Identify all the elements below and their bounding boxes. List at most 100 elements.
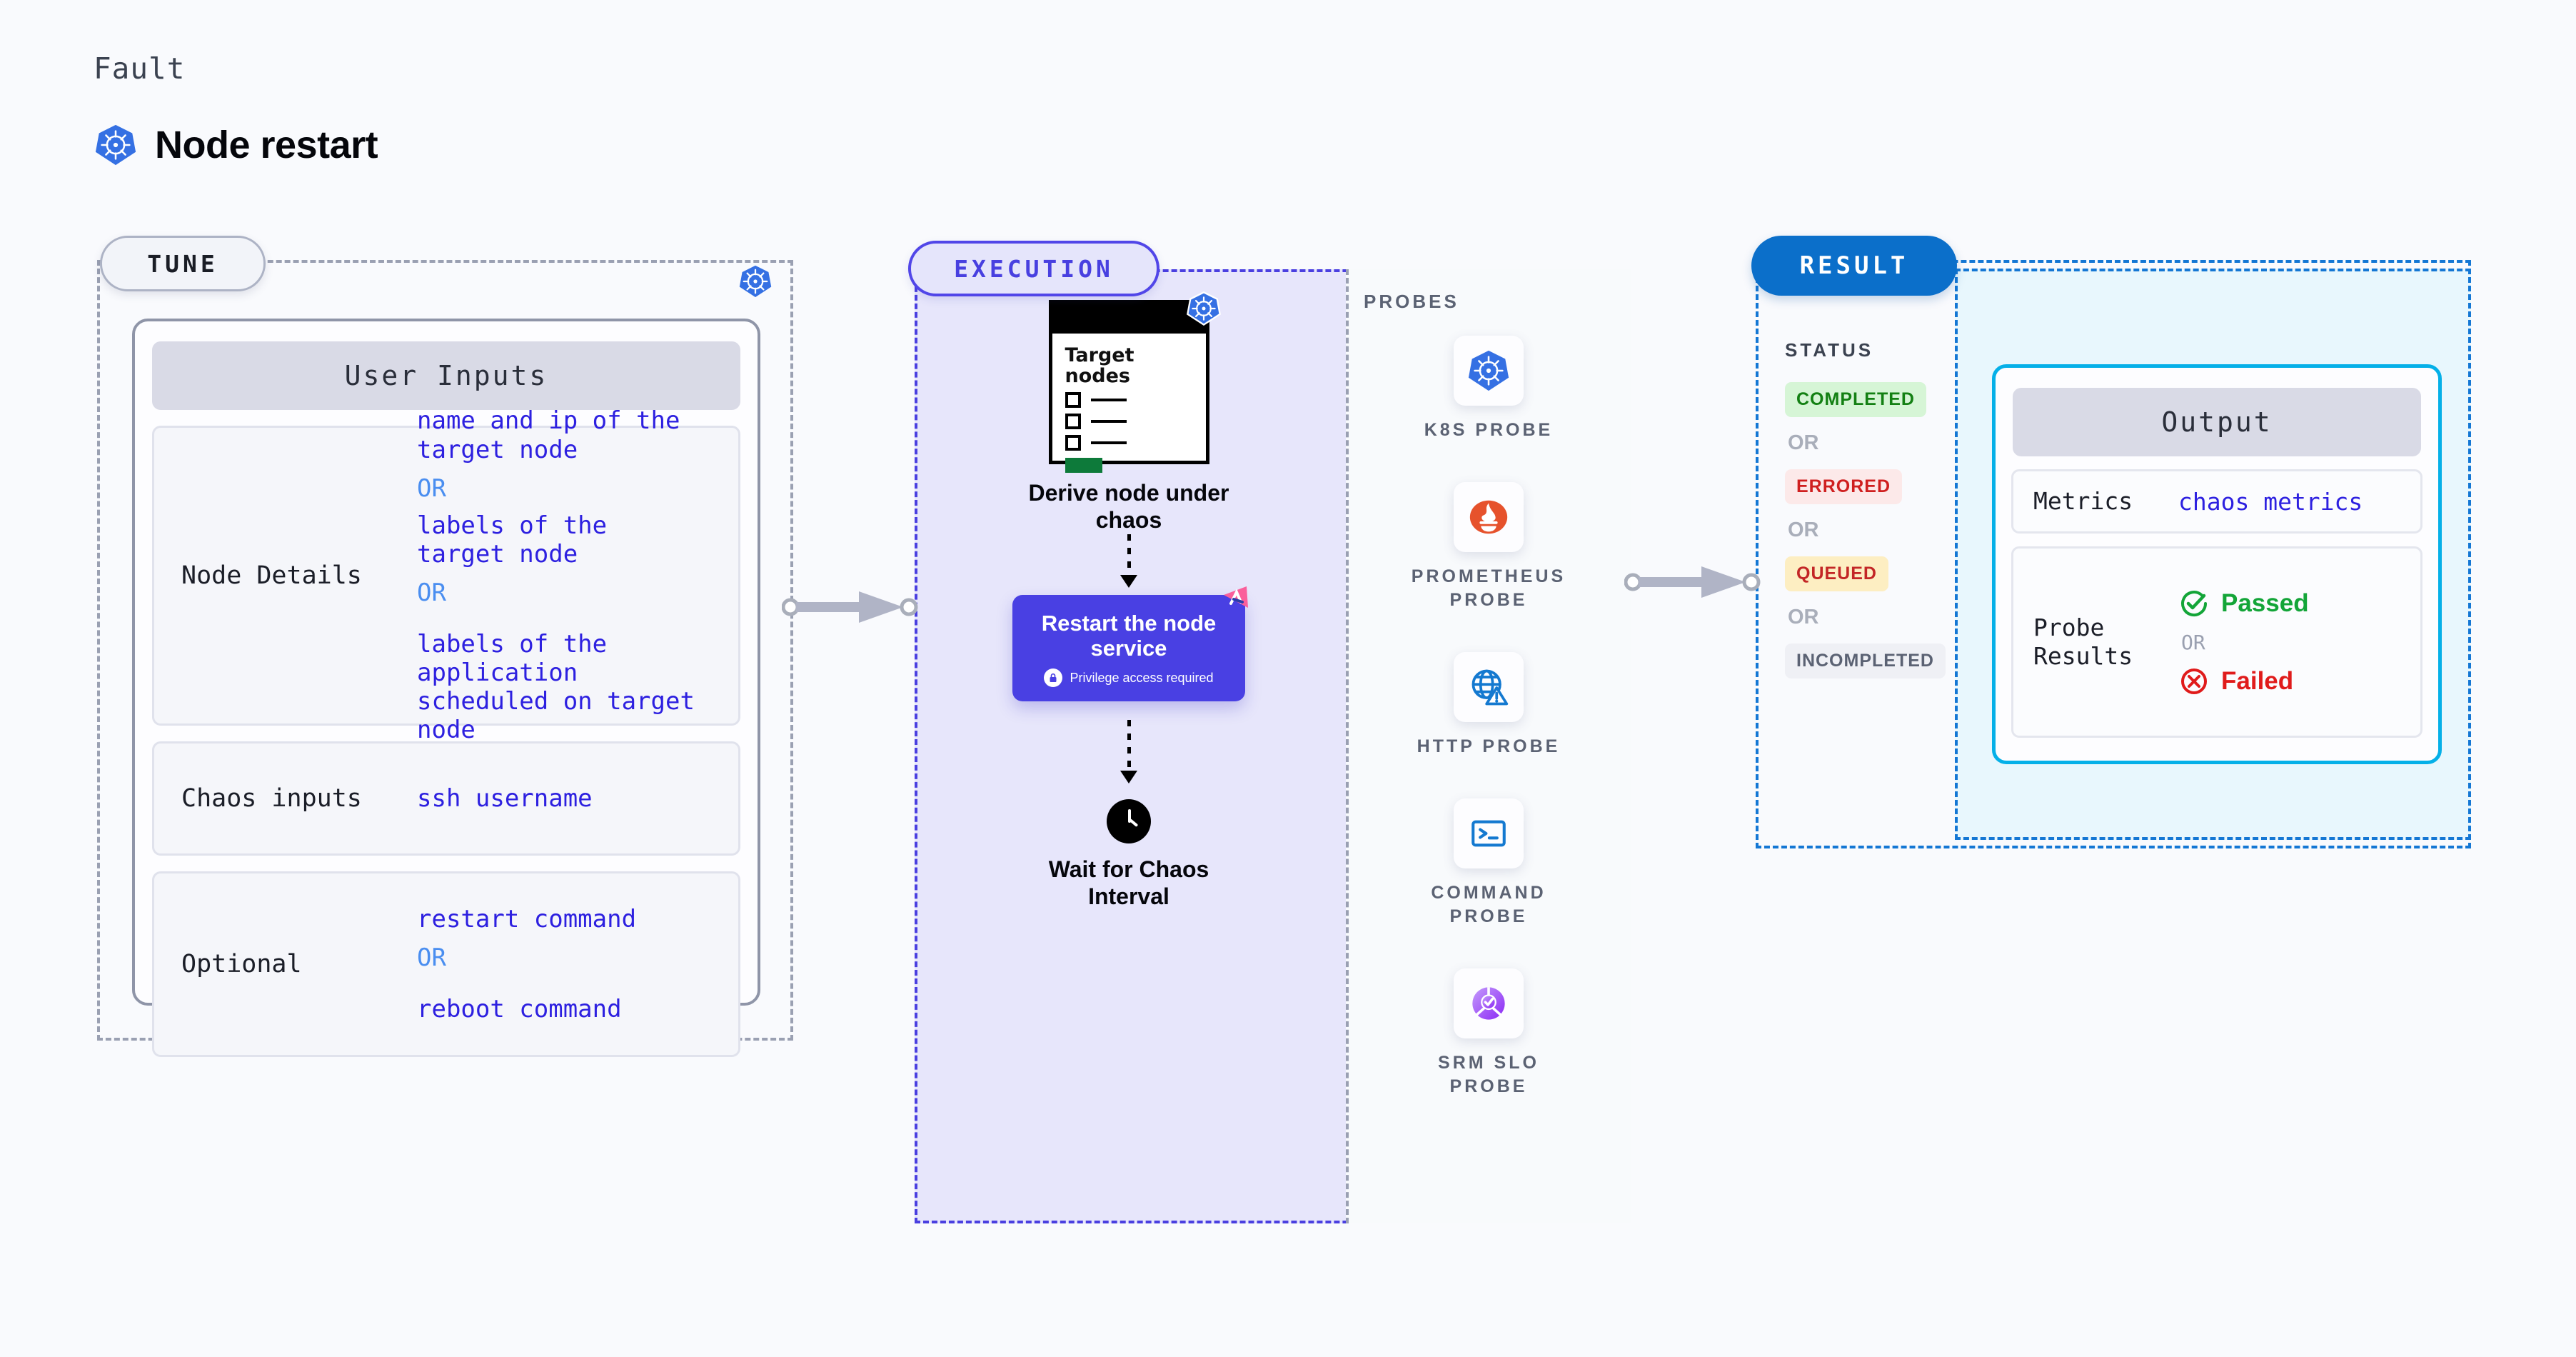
or-separator: OR: [1788, 431, 1819, 454]
or-separator: OR: [1788, 519, 1819, 541]
card-titlebar: [1052, 304, 1206, 334]
output-row-probe-results: Probe Results Passed OR: [2011, 546, 2422, 738]
flow-arrow-2: [915, 720, 1343, 784]
output-row-metrics: Metrics chaos metrics: [2011, 469, 2422, 534]
probe-label-line1: K8S PROBE: [1424, 420, 1554, 440]
execution-section-pill[interactable]: EXECUTION: [908, 241, 1159, 296]
execution-flow-column: Target nodes: [915, 291, 1343, 911]
privilege-note-text: Privilege access required: [1070, 670, 1214, 685]
or-separator: OR: [417, 579, 446, 607]
arrow-stem: [1127, 534, 1131, 576]
tune-row-node-details: Node Details name and ip of the target n…: [152, 406, 740, 744]
probe-label-line2: PROBE: [1449, 906, 1528, 926]
user-inputs-header: User Inputs: [152, 341, 740, 410]
output-card: Output Metrics chaos metrics Probe Resul…: [1992, 364, 2442, 764]
row-label: Chaos inputs: [181, 784, 362, 813]
row-values: Passed OR Failed: [2178, 588, 2409, 697]
terminal-icon: [1471, 820, 1506, 847]
kubernetes-icon: [95, 124, 136, 166]
green-bar-indicator: [1065, 458, 1102, 474]
x-circle-icon: [2181, 668, 2207, 694]
probes-title: PROBES: [1364, 291, 1459, 312]
check-circle-icon: [2181, 590, 2208, 616]
row-values: restart command OR reboot command: [417, 905, 725, 1023]
probe-label: COMMAND PROBE: [1346, 881, 1631, 928]
row-values: name and ip of the target node OR labels…: [417, 406, 725, 744]
line-placeholder: [1090, 441, 1127, 445]
lock-icon: [1044, 669, 1063, 688]
probe-label-line1: HTTP PROBE: [1417, 736, 1561, 756]
probes-section-frame: [1346, 269, 1631, 1223]
tune-user-inputs-card: User Inputs Node Details name and ip of …: [132, 319, 760, 1057]
probe-label-line2: PROBE: [1449, 1076, 1528, 1096]
status-badge-queued: QUEUED: [1785, 556, 1888, 591]
probe-label: K8S PROBE: [1346, 419, 1631, 442]
value-text: target node: [417, 435, 578, 464]
or-separator: OR: [417, 474, 446, 503]
restart-node-service-card[interactable]: Restart the node service Privilege acces…: [1012, 586, 1248, 702]
value-text: ssh username: [417, 783, 593, 813]
checklist-item: [1065, 414, 1193, 430]
target-card-kubernetes-badge: [1186, 291, 1222, 330]
arrow-body: [1120, 720, 1137, 784]
row-label-line1: Probe: [2033, 614, 2105, 642]
wait-chaos-caption: Wait for Chaos Interval: [915, 856, 1343, 911]
probe-label-line1: SRM SLO: [1438, 1053, 1539, 1073]
arrow-head: [1120, 771, 1137, 784]
litmus-flag-icon: [1219, 584, 1251, 619]
restart-step-wrap: Restart the node service Privilege acces…: [915, 586, 1343, 702]
value-text: name and ip of the: [417, 406, 680, 436]
page-title-row: Node restart: [94, 123, 378, 167]
probe-item-command[interactable]: COMMAND PROBE: [1346, 798, 1631, 928]
probes-list: K8S PROBE PROMETHEUS PROBE: [1346, 336, 1631, 1138]
probe-tile: [1454, 652, 1524, 722]
row-label: Metrics: [2033, 487, 2133, 516]
line-placeholder: [1090, 420, 1127, 424]
or-separator: OR: [1788, 606, 1819, 629]
status-badge-incompleted: INCOMPLETED: [1785, 644, 1946, 678]
spacer: [417, 616, 725, 630]
probe-label: PROMETHEUS PROBE: [1346, 565, 1631, 612]
wait-step-wrap: Wait for Chaos Interval: [915, 799, 1343, 911]
tune-section-pill[interactable]: TUNE: [100, 236, 266, 291]
probe-item-prometheus[interactable]: PROMETHEUS PROBE: [1346, 482, 1631, 612]
kubernetes-icon: [738, 264, 773, 300]
value-text: labels of the: [417, 511, 608, 540]
restart-card-title-line1: Restart the node: [1041, 610, 1217, 636]
prometheus-icon: [1469, 500, 1508, 534]
clock-icon: [1107, 799, 1151, 844]
checkbox-icon: [1065, 435, 1081, 451]
status-list: COMPLETED OR ERRORED OR QUEUED OR INCOMP…: [1785, 382, 1963, 678]
probe-tile: [1454, 968, 1524, 1038]
eyebrow-fault-label: Fault: [94, 51, 186, 86]
privilege-note-row: Privilege access required: [1025, 669, 1232, 688]
probe-tile: [1454, 336, 1524, 406]
value-text: target node: [417, 539, 578, 569]
caption-line1: Derive node under: [1028, 480, 1229, 506]
result-section-pill[interactable]: RESULT: [1751, 236, 1957, 296]
row-label-line2: Results: [2033, 642, 2133, 670]
probe-item-http[interactable]: HTTP PROBE: [1346, 652, 1631, 758]
status-title: STATUS: [1785, 339, 1874, 361]
row-label: Node Details: [181, 561, 362, 590]
value-text: scheduled on target node: [417, 687, 695, 745]
probe-result-failed: Failed: [2178, 666, 2409, 697]
failed-label: Failed: [2221, 666, 2294, 695]
status-badge-errored: ERRORED: [1785, 469, 1903, 504]
probe-item-k8s[interactable]: K8S PROBE: [1346, 336, 1631, 442]
probe-label-line1: COMMAND: [1431, 883, 1546, 903]
kubernetes-icon: [1186, 291, 1221, 326]
row-label: Probe Results: [2025, 614, 2178, 670]
probe-label: HTTP PROBE: [1346, 735, 1631, 758]
caption-line2: chaos: [1095, 506, 1162, 533]
http-globe-warning-icon: [1471, 669, 1509, 706]
arrow-body: [1120, 534, 1137, 588]
srm-slo-donut-icon: [1472, 987, 1505, 1020]
probe-label-line2: PROBE: [1449, 590, 1528, 610]
checklist-item: [1065, 392, 1193, 409]
value-text: labels of the application: [417, 630, 608, 688]
probe-item-srm-slo[interactable]: SRM SLO PROBE: [1346, 968, 1631, 1098]
flow-arrow-1: [915, 534, 1343, 588]
probe-tile: [1454, 798, 1524, 868]
